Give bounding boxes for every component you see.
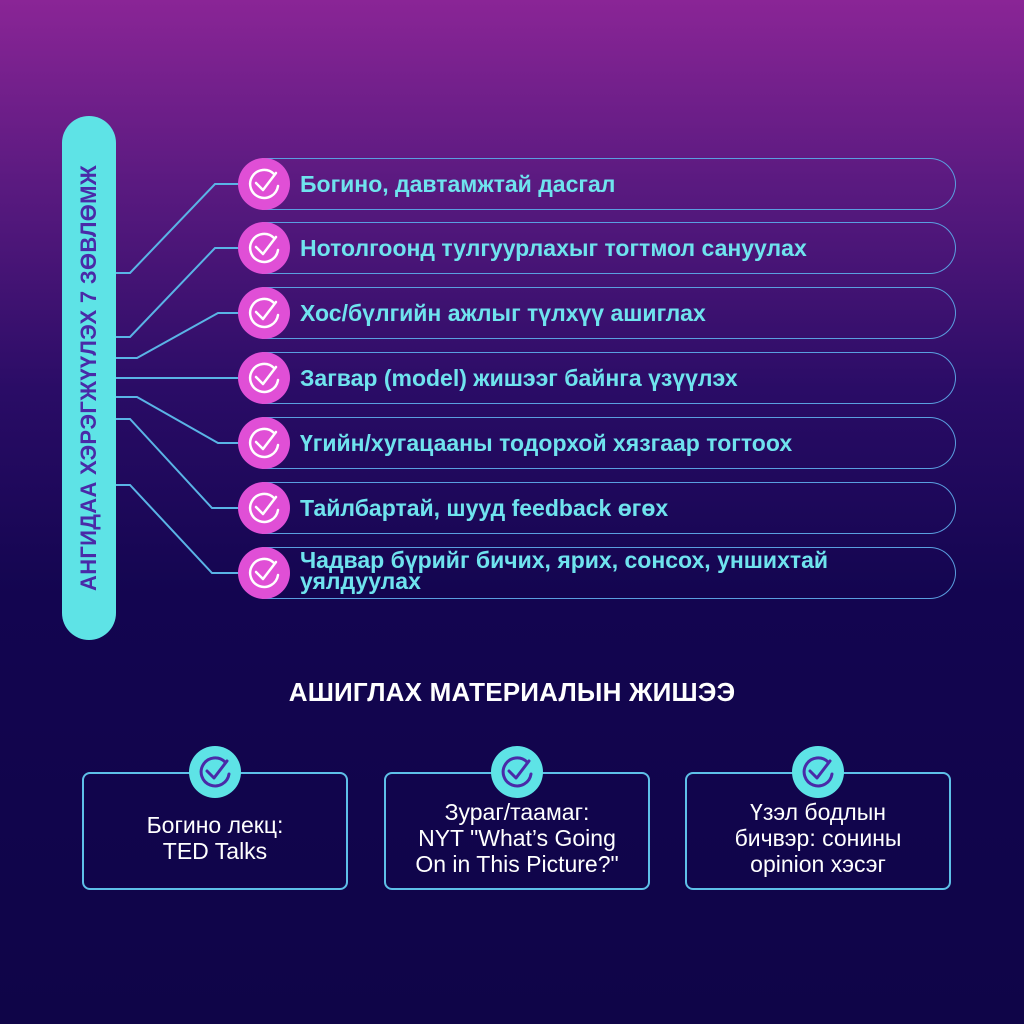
tip-row-6 bbox=[262, 482, 956, 534]
card-3-line1: Үзэл бодлын bbox=[750, 799, 886, 825]
check-circle-icon bbox=[238, 158, 290, 210]
tip-label-4: Загвар (model) жишээг байнга үзүүлэх bbox=[300, 365, 738, 391]
check-circle-icon bbox=[238, 547, 290, 599]
card-2-line1: Зураг/таамаг: bbox=[444, 799, 590, 825]
check-circle-icon bbox=[792, 746, 844, 798]
check-circle-icon bbox=[491, 746, 543, 798]
tip-row-1 bbox=[262, 158, 956, 210]
tip-label-1: Богино, давтамжтай дасгал bbox=[300, 171, 616, 197]
tip-label-7-line1: Чадвар бүрийг бичих, ярих, сонсох, унших… bbox=[300, 547, 829, 573]
tip-row-3 bbox=[262, 287, 956, 339]
card-2-line3: On in This Picture?" bbox=[415, 851, 619, 877]
tip-row-2 bbox=[262, 222, 956, 274]
check-circle-icon bbox=[238, 482, 290, 534]
tip-label-7-line2: уялдуулах bbox=[300, 568, 421, 594]
check-circle-icon bbox=[238, 417, 290, 469]
material-card-1: Богино лекц: TED Talks bbox=[82, 772, 348, 890]
card-3-line2: бичвэр: сонины bbox=[734, 825, 902, 851]
check-circle-icon bbox=[189, 746, 241, 798]
tip-label-2: Нотолгоонд тулгуурлахыг тогтмол сануулах bbox=[300, 235, 807, 261]
check-circle-icon bbox=[238, 352, 290, 404]
tip-row-5 bbox=[262, 417, 956, 469]
materials-title: АШИГЛАХ МАТЕРИАЛЫН ЖИШЭЭ bbox=[288, 677, 736, 707]
check-circle-icon bbox=[238, 222, 290, 274]
tip-label-6: Тайлбартай, шууд feedback өгөх bbox=[300, 495, 669, 521]
tip-label-3: Хос/бүлгийн ажлыг түлхүү ашиглах bbox=[300, 300, 706, 326]
card-1-line1: Богино лекц: bbox=[146, 812, 284, 838]
tip-row-7 bbox=[262, 547, 956, 599]
tip-label-5: Үгийн/хугацааны тодорхой хязгаар тогтоох bbox=[300, 430, 793, 456]
card-2-line2: NYT "What’s Going bbox=[418, 825, 616, 851]
tip-row-4 bbox=[262, 352, 956, 404]
check-circle-icon bbox=[238, 287, 290, 339]
card-1-line2: TED Talks bbox=[162, 838, 268, 864]
tip-label-7: Чадвар бүрийг бичих, ярих, сонсох, унших… bbox=[300, 547, 829, 594]
sidebar-title-pill: АНГИДАА ХЭРЭГЖҮҮЛЭХ 7 ЗӨВЛӨМЖ bbox=[62, 116, 116, 640]
card-3-line3: opinion хэсэг bbox=[750, 851, 886, 877]
